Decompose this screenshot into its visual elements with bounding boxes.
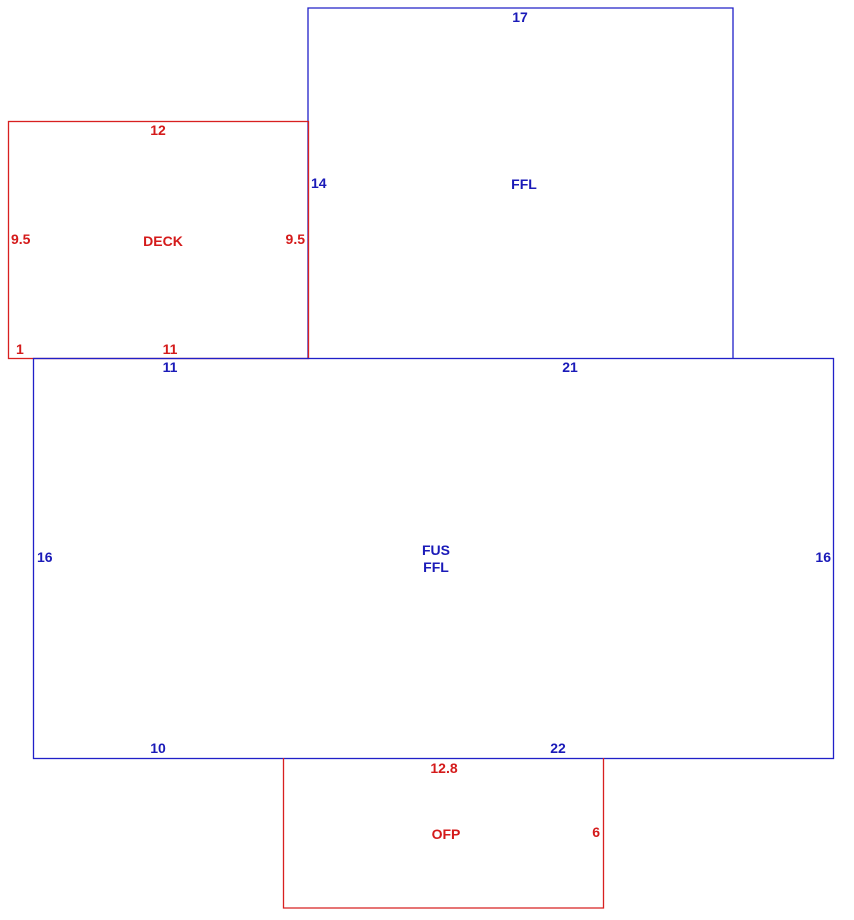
main-left-dimension: 16 [37, 549, 53, 565]
ffl-upper-area-label: FFL [511, 176, 537, 192]
deck-bottom-left-dimension: 1 [16, 341, 24, 357]
ofp-area-label: OFP [432, 826, 461, 842]
ffl-upper-left-dimension: 14 [311, 175, 327, 191]
ofp-right-dimension: 6 [592, 824, 600, 840]
ffl-upper-top-dimension: 17 [512, 9, 528, 25]
main-area-outline [32, 357, 835, 760]
deck-left-dimension: 9.5 [11, 231, 31, 247]
main-area-label-line2: FFL [423, 559, 449, 575]
main-right-dimension: 16 [815, 549, 831, 565]
ofp-top-dimension: 12.8 [430, 760, 457, 776]
deck-right-dimension: 9.5 [286, 231, 306, 247]
deck-top-dimension: 12 [150, 122, 166, 138]
main-top-right-dimension: 21 [562, 359, 578, 375]
main-bottom-right-dimension: 22 [550, 740, 566, 756]
deck-bottom-dimension: 11 [163, 341, 178, 357]
main-area-label-line1: FUS [422, 542, 450, 558]
main-top-left-dimension: 11 [163, 359, 178, 375]
main-bottom-left-dimension: 10 [150, 740, 166, 756]
deck-area-label: DECK [143, 233, 183, 249]
ofp-outline [282, 758, 605, 909]
